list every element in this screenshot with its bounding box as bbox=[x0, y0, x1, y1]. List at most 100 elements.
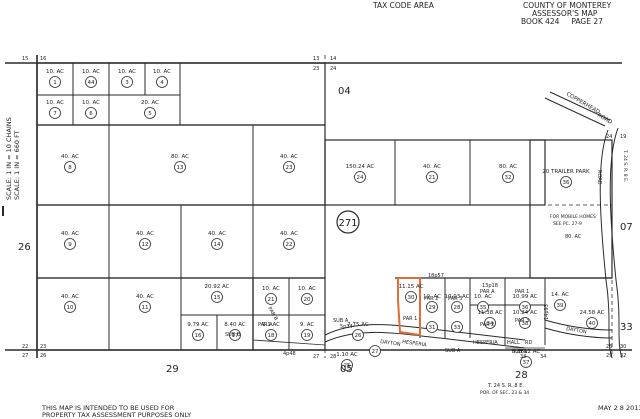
parcel-number: 38 bbox=[522, 321, 529, 327]
parcel-acreage: 14. AC bbox=[551, 292, 569, 298]
corner-r25: 25 bbox=[606, 344, 612, 350]
county-name: COUNTY OF MONTEREY bbox=[523, 1, 612, 10]
corner-b27: 27 bbox=[313, 354, 319, 360]
parcel-number: 39 bbox=[557, 303, 564, 309]
par1-label-a: PAR 1 bbox=[403, 316, 417, 322]
parcel-number: 11 bbox=[142, 305, 149, 311]
parcel-number-circle bbox=[586, 317, 598, 329]
parcel-number-circle bbox=[283, 238, 295, 250]
parcel-acreage: 20. AC bbox=[141, 100, 159, 106]
parcel-number-circle bbox=[352, 329, 364, 341]
parcel-number-circle bbox=[301, 329, 313, 341]
scale-feet: SCALE: 1 IN = 660 FT bbox=[13, 130, 21, 200]
parcel-acreage: 40. AC bbox=[136, 294, 154, 300]
road-vertical: ROAD bbox=[596, 170, 602, 185]
parcel-number-circle bbox=[121, 76, 133, 88]
parcel-number: 7 bbox=[53, 111, 57, 117]
parcel-number-circle bbox=[229, 329, 241, 341]
corner-27: 27 bbox=[22, 353, 28, 359]
disclaimer-line-2: PROPERTY TAX ASSESSMENT PURPOSES ONLY bbox=[42, 411, 191, 419]
corner-b28: 28 bbox=[330, 354, 336, 360]
parcel-acreage: 40. AC bbox=[61, 294, 79, 300]
corner-26: 26 bbox=[40, 353, 46, 359]
por-sec-label: POR. OF SEC. 23 & 34 bbox=[480, 390, 529, 396]
par1-label-b: PAR 1 bbox=[515, 289, 529, 295]
road-copperhead-road: ROAD bbox=[596, 113, 613, 126]
parcel-acreage: 10. AC bbox=[153, 69, 171, 75]
parcel-acreage: 10. AC bbox=[298, 286, 316, 292]
road-hesperia-2: HESPERIA bbox=[473, 340, 498, 346]
parcel-number: 9 bbox=[68, 242, 72, 248]
road-dayton: DAYTON bbox=[380, 339, 401, 348]
corner-b33: 33 bbox=[520, 354, 526, 360]
parcel-acreage: 40. AC bbox=[423, 164, 441, 170]
section-26: 26 bbox=[18, 242, 31, 253]
corner-24: 24 bbox=[330, 66, 336, 72]
parcel-number-circle bbox=[85, 76, 97, 88]
parcel-acreage: 150.24 AC bbox=[346, 164, 375, 170]
parcel-number-circle bbox=[301, 293, 313, 305]
parcel-number-circle bbox=[451, 301, 463, 313]
book-page-line: BOOK 424 PAGE 27 bbox=[521, 18, 603, 26]
parcel-acreage: 40. AC bbox=[61, 231, 79, 237]
road-hall: HALL bbox=[507, 340, 520, 346]
book-number: 424 bbox=[545, 17, 560, 26]
parcel-number: 26 bbox=[355, 333, 362, 339]
parcel-number: 18 bbox=[268, 333, 275, 339]
parcel-number: 15 bbox=[214, 295, 221, 301]
road-copperhead: COPPERHEAD bbox=[565, 92, 601, 116]
corner-14: 14 bbox=[330, 56, 336, 62]
parcel-number-circle bbox=[520, 356, 532, 368]
parcel-number-circle bbox=[49, 107, 61, 119]
corner-13: 13 bbox=[313, 56, 319, 62]
parcel-number-circle bbox=[519, 301, 531, 313]
parcel-number: 21 bbox=[429, 175, 436, 181]
parcel-number: 22 bbox=[286, 242, 293, 248]
parcel-number-circle bbox=[426, 171, 438, 183]
parcel-number: 4 bbox=[160, 80, 164, 86]
parcel-number-circle bbox=[144, 107, 156, 119]
parcel-number: 28 bbox=[454, 305, 461, 311]
parcel-acreage: 40. AC bbox=[61, 154, 79, 160]
parcel-acreage: 7.75 AC bbox=[347, 322, 369, 328]
section-04: 04 bbox=[338, 86, 351, 97]
para-label-a: PAR A bbox=[480, 289, 495, 295]
scale-chains: SCALE: 1 IN = 10 CHAINS bbox=[5, 117, 13, 200]
sub-a-label-1: SUB A bbox=[333, 318, 349, 324]
parcel-acreage: 9.79 AC bbox=[187, 322, 209, 328]
highlighted-parcel bbox=[397, 277, 421, 337]
corner-r30: 30 bbox=[620, 344, 626, 350]
parcel-number-circle bbox=[405, 291, 417, 303]
parcel-number: 27 bbox=[372, 349, 379, 355]
parcel-number: 34 bbox=[487, 321, 494, 327]
parcel-acreage: 40. AC bbox=[208, 231, 226, 237]
parcel-number-circle bbox=[369, 345, 381, 357]
para-label-b: PAR A bbox=[258, 322, 273, 328]
parcel-number-circle bbox=[451, 321, 463, 333]
tax-area-number: 271 bbox=[338, 218, 357, 229]
date-stamp: MAY 2 8 2013 bbox=[598, 404, 640, 412]
parcel-acreage: 11.38 AC bbox=[478, 310, 503, 316]
parcel-number-circle bbox=[174, 161, 186, 173]
section-33: 33 bbox=[620, 322, 633, 333]
ref-13p18: 13p18 bbox=[482, 283, 498, 289]
parcel-number: 40 bbox=[589, 321, 596, 327]
corner-16: 16 bbox=[40, 56, 46, 62]
par2-label-a: PAR 2 bbox=[424, 296, 438, 302]
parcel-number-circle bbox=[211, 291, 223, 303]
page-number: 27 bbox=[593, 17, 603, 26]
assessor-map-label: ASSESSOR'S MAP bbox=[532, 9, 598, 18]
parcel-number-circle bbox=[139, 301, 151, 313]
parcel-acreage: 10. AC bbox=[423, 294, 441, 300]
parcel-number-circle bbox=[265, 329, 277, 341]
parcel-number: 23 bbox=[286, 165, 293, 171]
corner-r32: 32 bbox=[620, 353, 626, 359]
parcel-number-circle bbox=[554, 299, 566, 311]
parcel-number: 24 bbox=[357, 175, 364, 181]
section-05: 05 bbox=[340, 364, 353, 375]
acres-36-label: 80. AC bbox=[565, 234, 582, 240]
parcel-number-circle bbox=[354, 171, 366, 183]
page-label: PAGE bbox=[571, 17, 591, 26]
